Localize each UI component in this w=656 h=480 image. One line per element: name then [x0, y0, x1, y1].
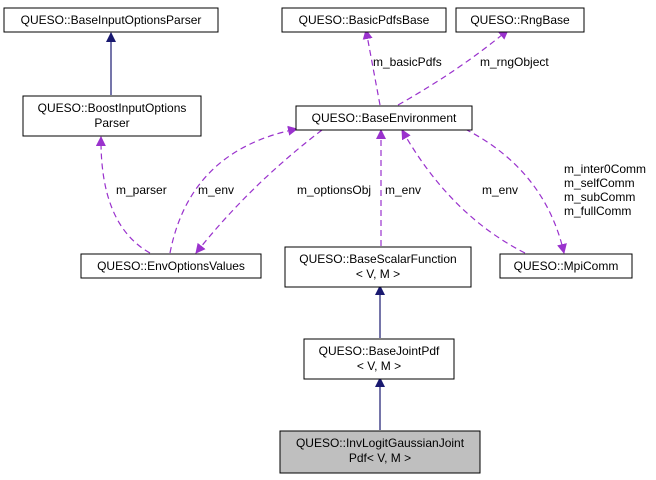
node-basic-pdfs-base[interactable]: QUESO::BasicPdfsBase	[281, 7, 447, 33]
edge-usage-baseenv-to-envopts	[195, 129, 323, 254]
node-base-scalar-function[interactable]: QUESO::BaseScalarFunction < V, M >	[284, 246, 472, 288]
node-base-joint-pdf[interactable]: QUESO::BaseJointPdf < V, M >	[303, 338, 455, 380]
svg-text:< V, M >: < V, M >	[356, 267, 400, 281]
edge-usage-env-to-basicpdfs	[362, 29, 381, 106]
node-rng-base[interactable]: QUESO::RngBase	[455, 7, 585, 33]
edge-usage-mpicomm-to-baseenv	[401, 129, 526, 254]
svg-text:QUESO::BaseEnvironment: QUESO::BaseEnvironment	[312, 111, 457, 125]
svg-text:Parser: Parser	[94, 116, 129, 130]
svg-text:QUESO::BoostInputOptions: QUESO::BoostInputOptions	[38, 101, 187, 115]
svg-text:QUESO::BasicPdfsBase: QUESO::BasicPdfsBase	[299, 13, 430, 27]
edge-usage-baseenv-to-mpicomm	[464, 128, 567, 254]
svg-text:QUESO::MpiComm: QUESO::MpiComm	[514, 259, 619, 273]
edge-label-mpi-comms: m_inter0Comm m_selfComm m_subComm m_full…	[564, 162, 649, 218]
svg-text:QUESO::RngBase: QUESO::RngBase	[470, 13, 570, 27]
edge-label-mpi-comm-full: m_fullComm	[564, 204, 631, 218]
svg-text:QUESO::BaseInputOptionsParser: QUESO::BaseInputOptionsParser	[21, 13, 202, 27]
edge-label-env-right: m_env	[482, 183, 518, 197]
edge-label-env-left: m_env	[198, 183, 234, 197]
svg-text:QUESO::BaseJointPdf: QUESO::BaseJointPdf	[319, 344, 440, 358]
svg-text:QUESO::InvLogitGaussianJoint: QUESO::InvLogitGaussianJoint	[296, 436, 465, 450]
node-base-environment[interactable]: QUESO::BaseEnvironment	[295, 105, 473, 131]
node-inv-logit-gaussian-joint-pdf[interactable]: QUESO::InvLogitGaussianJoint Pdf< V, M >	[279, 430, 481, 474]
node-env-options-values[interactable]: QUESO::EnvOptionsValues	[80, 253, 262, 279]
svg-text:Pdf< V, M >: Pdf< V, M >	[349, 451, 411, 465]
edge-label-parser: m_parser	[116, 183, 167, 197]
node-boost-input-options-parser[interactable]: QUESO::BoostInputOptions Parser	[22, 95, 202, 137]
edge-usage-env-to-rngbase	[397, 29, 509, 106]
edge-usage-envopts-to-boost	[95, 136, 151, 254]
edge-label-mpi-comm-inter0: m_inter0Comm	[564, 162, 646, 176]
edge-label-rng-object: m_rngObject	[480, 55, 549, 69]
node-mpi-comm[interactable]: QUESO::MpiComm	[499, 253, 633, 279]
edge-label-basic-pdfs: m_basicPdfs	[373, 55, 442, 69]
svg-text:QUESO::EnvOptionsValues: QUESO::EnvOptionsValues	[97, 259, 245, 273]
svg-text:QUESO::BaseScalarFunction: QUESO::BaseScalarFunction	[299, 252, 456, 266]
node-base-input-options-parser[interactable]: QUESO::BaseInputOptionsParser	[3, 7, 219, 33]
edge-label-mpi-comm-sub: m_subComm	[564, 190, 635, 204]
edge-label-options-obj: m_optionsObj	[297, 183, 371, 197]
edge-usage-envopts-to-baseenv	[169, 125, 298, 254]
edge-label-env-center: m_env	[385, 183, 421, 197]
edge-label-mpi-comm-self: m_selfComm	[564, 176, 635, 190]
svg-text:< V, M >: < V, M >	[357, 359, 401, 373]
